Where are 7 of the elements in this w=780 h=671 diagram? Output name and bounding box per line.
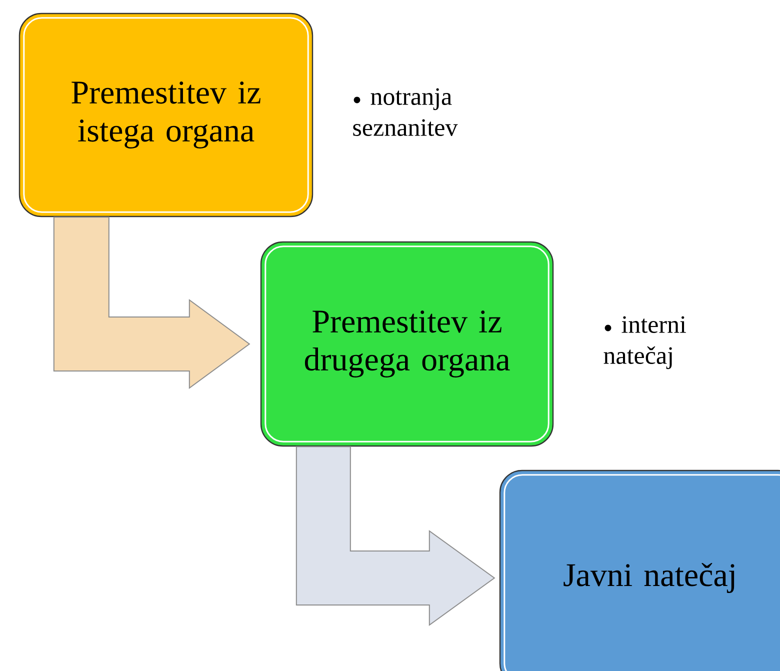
process-box: Premestitev iz drugega organa xyxy=(260,241,554,447)
block-arrow xyxy=(296,446,496,626)
process-box: Javni natečaj xyxy=(499,470,780,671)
bullet-note: notranja seznanitev xyxy=(353,88,458,136)
bullet-note: interni natečaj xyxy=(604,316,686,370)
block-arrow xyxy=(53,216,250,389)
process-box: Premestitev iz istega organa xyxy=(18,12,314,218)
